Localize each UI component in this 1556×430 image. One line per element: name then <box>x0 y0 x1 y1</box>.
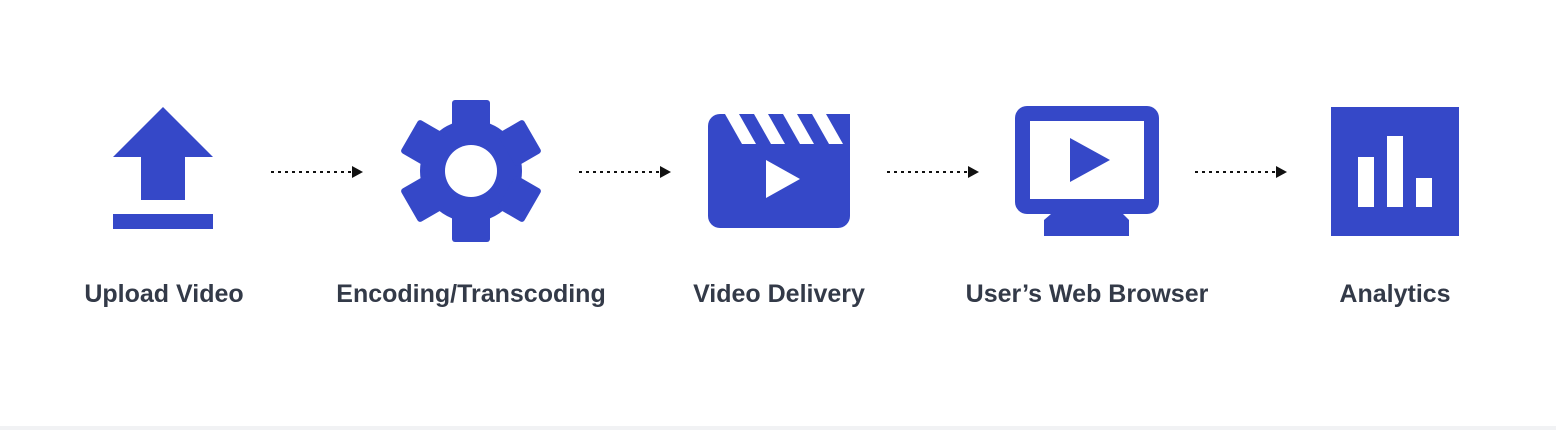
bar-chart-icon <box>1331 107 1459 236</box>
upload-icon <box>113 107 213 229</box>
monitor-play-icon <box>1015 106 1159 236</box>
flow-arrow <box>270 164 364 180</box>
step-label-users-web-browser: User’s Web Browser <box>965 280 1209 308</box>
gear-icon <box>400 100 542 242</box>
step-label-upload-video: Upload Video <box>84 280 244 308</box>
step-label-video-delivery: Video Delivery <box>693 280 865 308</box>
flow-arrow <box>1194 164 1288 180</box>
bottom-divider <box>0 426 1556 430</box>
step-label-analytics: Analytics <box>1339 280 1451 308</box>
clapperboard-icon <box>708 114 850 228</box>
flow-arrow <box>886 164 980 180</box>
step-label-encoding-transcoding: Encoding/Transcoding <box>336 280 606 308</box>
flow-arrow <box>578 164 672 180</box>
